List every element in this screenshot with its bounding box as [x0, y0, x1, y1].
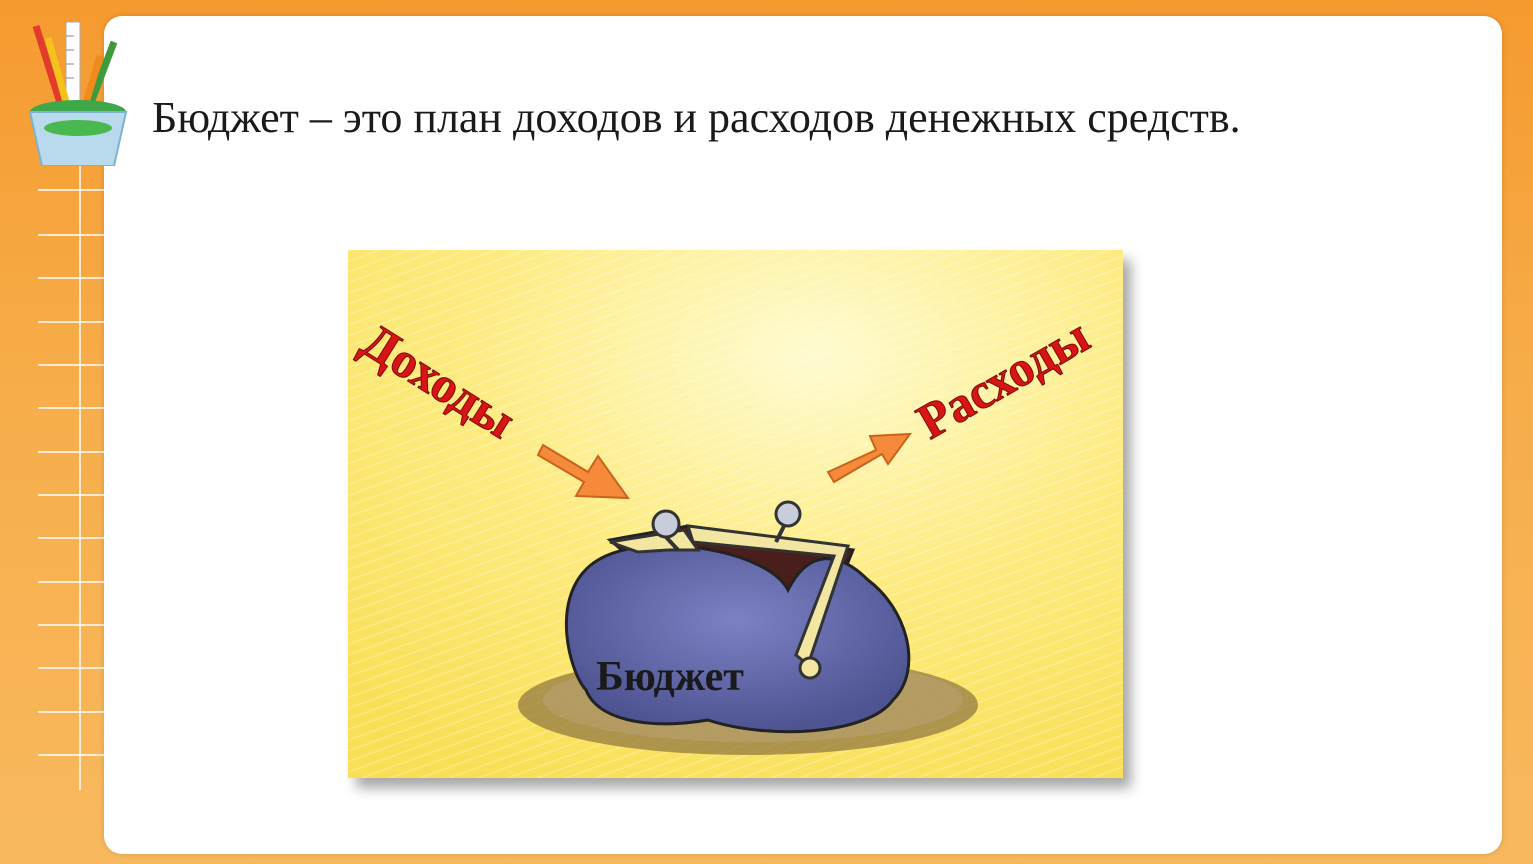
budget-definition-text: Бюджет – это план доходов и расходов ден…: [152, 93, 1241, 142]
budget-illustration: Доходы Расходы Бюджет: [348, 250, 1123, 778]
pencil-cup-icon: [28, 21, 128, 166]
income-arrow-icon: [536, 443, 630, 500]
wallet-icon: Бюджет: [518, 500, 978, 755]
notebook-grid-decoration: [38, 150, 104, 790]
expenses-arrow-icon: [826, 432, 913, 484]
wallet-label: Бюджет: [596, 654, 744, 700]
